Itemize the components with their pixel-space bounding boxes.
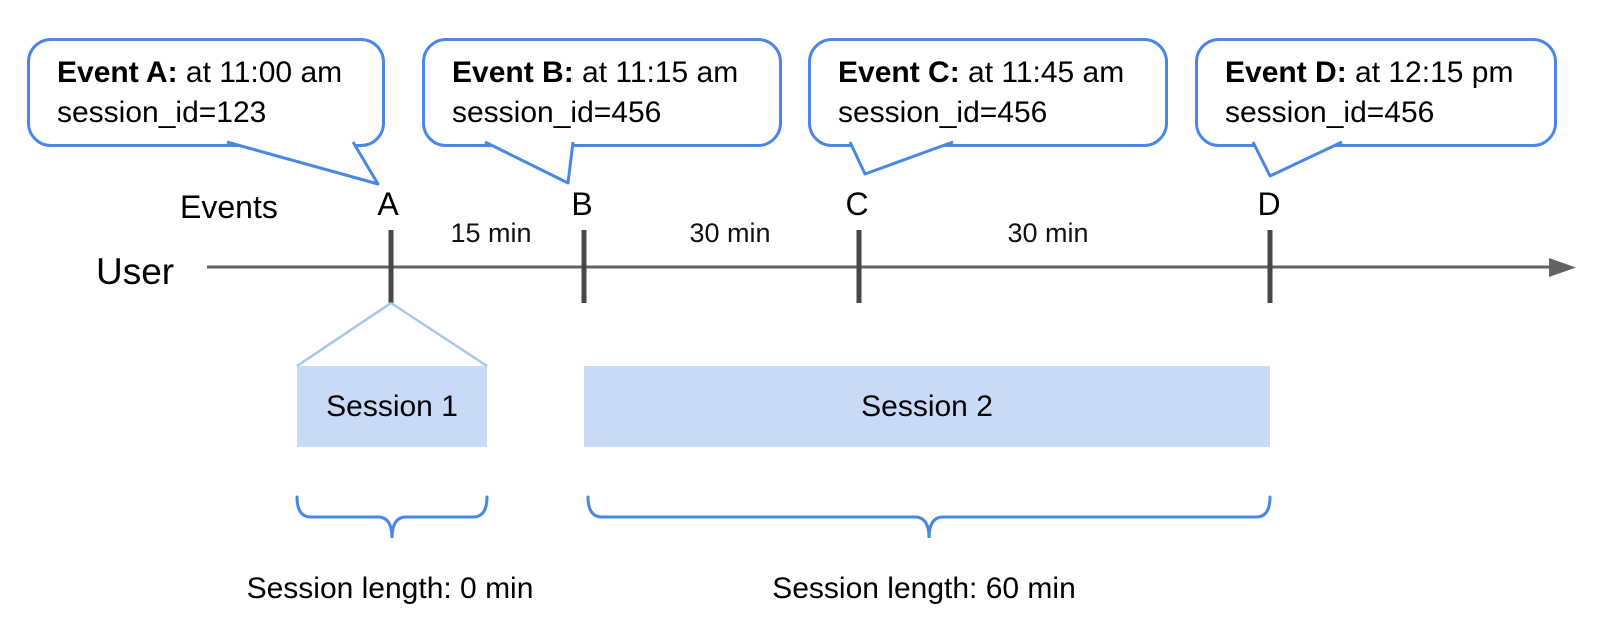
callout-session-id: session_id=456 — [452, 96, 662, 129]
callout-tail-d — [1251, 140, 1343, 178]
session-2-brace — [586, 495, 1272, 539]
callout-session-id: session_id=456 — [838, 96, 1048, 129]
callout-session-id: session_id=123 — [57, 96, 267, 129]
session-1-label: Session 1 — [326, 389, 458, 423]
callout-event-label: Event B: — [452, 56, 574, 89]
session-1-funnel-line-right — [390, 301, 488, 368]
callout-time: at 12:15 pm — [1346, 56, 1514, 89]
callout-line-1: Event B: at 11:15 am — [452, 53, 779, 93]
event-letter-c: C — [845, 186, 869, 222]
session-2-label: Session 2 — [861, 389, 993, 423]
interval-label-a-b: 15 min — [450, 218, 532, 248]
callout-event-label: Event D: — [1225, 56, 1347, 89]
interval-label-c-d: 30 min — [1007, 218, 1089, 248]
callout-line-1: Event C: at 11:45 am — [838, 53, 1165, 93]
event-b-callout: Event B: at 11:15 am session_id=456 — [422, 38, 782, 147]
callout-session-id: session_id=456 — [1225, 96, 1435, 129]
session-1-box: Session 1 — [297, 366, 487, 447]
session-2-length-label: Session length: 60 min — [772, 572, 1076, 605]
callout-line-1: Event D: at 12:15 pm — [1225, 53, 1554, 93]
session-1-brace — [295, 495, 489, 539]
event-letter-a: A — [377, 186, 399, 222]
event-a-callout: Event A: at 11:00 am session_id=123 — [27, 38, 385, 147]
timeline-user-label: User — [96, 251, 175, 292]
event-d-callout: Event D: at 12:15 pm session_id=456 — [1195, 38, 1557, 147]
callout-event-label: Event A: — [57, 56, 178, 89]
session-1-funnel-line-left — [296, 301, 392, 368]
timeline-arrowhead-icon — [1549, 258, 1576, 277]
events-row-label: Events — [180, 189, 278, 225]
callout-tail-a — [226, 140, 380, 186]
callout-time: at 11:45 am — [959, 56, 1125, 89]
callout-tail-b — [484, 140, 575, 185]
callout-event-label: Event C: — [838, 56, 960, 89]
session-2-box: Session 2 — [584, 366, 1270, 447]
event-letter-b: B — [571, 186, 593, 222]
event-letter-d: D — [1257, 186, 1281, 222]
interval-label-b-c: 30 min — [689, 218, 771, 248]
callout-time: at 11:00 am — [177, 56, 343, 89]
session-1-length-label: Session length: 0 min — [246, 572, 534, 605]
callout-line-1: Event A: at 11:00 am — [57, 53, 382, 93]
event-c-callout: Event C: at 11:45 am session_id=456 — [808, 38, 1168, 147]
callout-time: at 11:15 am — [573, 56, 739, 89]
